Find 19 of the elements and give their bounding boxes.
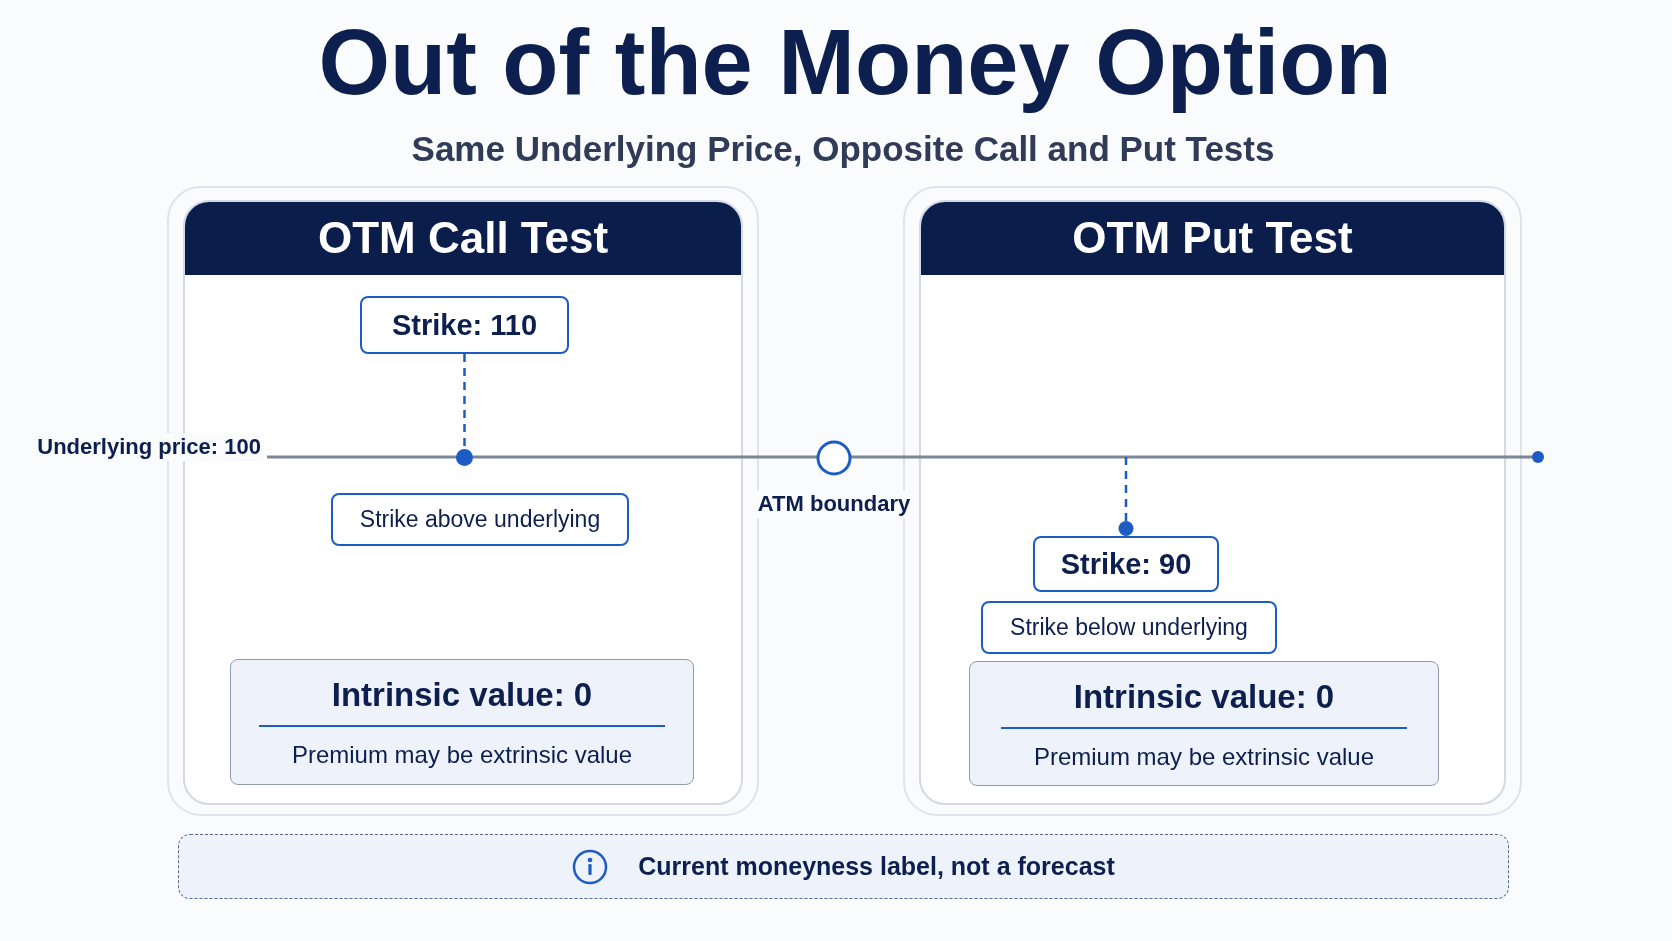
leader-line: [463, 354, 466, 449]
intrinsic-value-card: [969, 661, 1439, 786]
title: Out of the Money Option: [318, 14, 1392, 111]
value-heading: Intrinsic value: 0: [331, 675, 593, 715]
panel-heading: OTM Call Test: [317, 214, 609, 263]
comparison-box: Strike above underlying: [331, 493, 629, 546]
subtitle: Same Underlying Price, Opposite Call and Put Tests: [411, 128, 1275, 170]
panel-heading: OTM Put Test: [1072, 214, 1353, 263]
comparison-box: Strike below underlying: [981, 601, 1277, 654]
strike-price-box: Strike: 110: [360, 296, 569, 354]
leader-line: [1118, 457, 1134, 536]
info-banner: [178, 834, 1509, 899]
intrinsic-value-card: [230, 659, 694, 785]
value-note: Premium may be extrinsic value: [1033, 742, 1375, 772]
strike-price-box: Strike: 90: [1033, 536, 1219, 592]
banner-text: Current moneyness label, not a forecast: [638, 852, 1115, 881]
value-heading: Intrinsic value: 0: [1073, 677, 1335, 717]
value-note: Premium may be extrinsic value: [291, 740, 633, 770]
boundary-label: ATM boundary: [754, 490, 914, 518]
